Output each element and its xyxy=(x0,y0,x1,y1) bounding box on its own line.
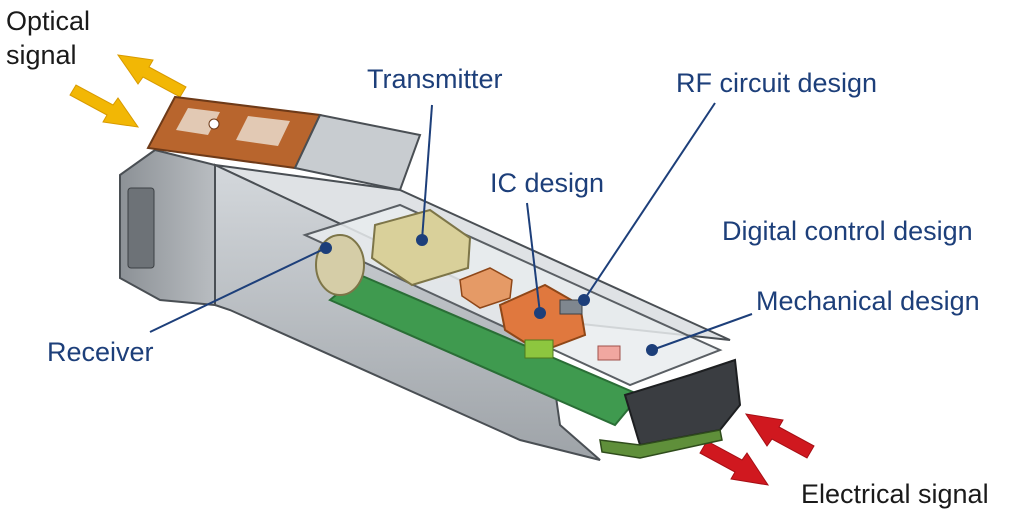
latch-hole xyxy=(208,118,220,130)
optical-arrow-in-icon xyxy=(69,84,140,128)
leader-dot-receiver xyxy=(320,242,332,254)
electrical-arrows xyxy=(699,413,815,486)
latch-slot-left xyxy=(176,108,220,135)
top-cage xyxy=(293,113,422,192)
optical-signal-line1: Optical xyxy=(6,6,91,36)
electrical-arrow-in-icon xyxy=(744,413,815,459)
leader-dot-mechanical xyxy=(646,344,658,356)
leader-rf xyxy=(583,102,716,301)
leader-dot-ic xyxy=(534,307,546,319)
leader-lines xyxy=(149,102,753,356)
rf-circuit-label: RF circuit design xyxy=(676,68,878,98)
optical-signal-label: Optical signal xyxy=(6,4,90,72)
mechanical-label: Mechanical design xyxy=(756,286,980,316)
leader-dot-rf xyxy=(578,294,590,306)
component-pink xyxy=(597,345,621,361)
receiver-label: Receiver xyxy=(47,337,154,367)
leader-dot-transmitter xyxy=(416,234,428,246)
edge-connector xyxy=(599,429,723,459)
leader-ic xyxy=(526,202,541,314)
front-port xyxy=(127,187,155,269)
digital-control-label: Digital control design xyxy=(722,216,973,246)
electrical-arrow-out-icon xyxy=(699,440,770,486)
optical-arrows xyxy=(69,54,187,128)
electrical-signal-label: Electrical signal xyxy=(801,479,989,509)
leader-transmitter xyxy=(421,104,433,241)
optical-arrow-out-icon xyxy=(116,54,187,98)
ic-chip-small xyxy=(459,267,513,309)
component-green xyxy=(524,339,554,359)
latch-slot-right xyxy=(236,116,290,146)
transmitter-block xyxy=(370,208,472,287)
component-gray xyxy=(559,299,583,315)
optical-signal-line2: signal xyxy=(6,40,77,70)
leader-mechanical xyxy=(651,313,753,351)
leader-receiver xyxy=(149,247,327,333)
sfp-module xyxy=(119,95,742,461)
transmitter-label: Transmitter xyxy=(367,64,503,94)
ic-design-label: IC design xyxy=(490,168,605,198)
